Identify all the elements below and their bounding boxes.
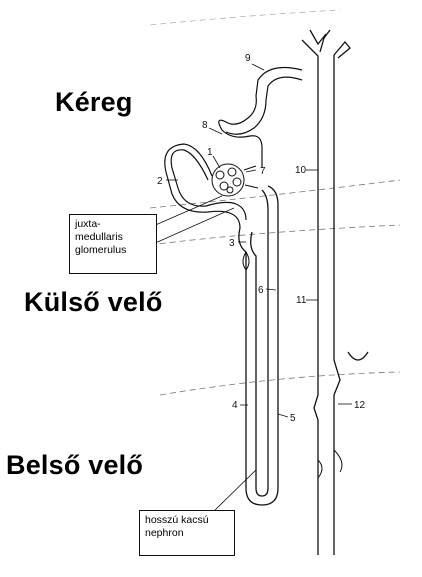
- long-loop-nephron-box: hosszú kacsú nephron: [139, 510, 235, 556]
- label-2: 2: [157, 176, 163, 187]
- glomerulus: [211, 163, 259, 197]
- label-11: 11: [296, 295, 307, 306]
- outer-inner-boundary: [159, 371, 401, 396]
- collecting-duct: [301, 29, 351, 555]
- label-6: 6: [258, 285, 264, 296]
- juxta-line-3: glomerulus: [75, 244, 127, 256]
- label-3: 3: [229, 238, 235, 249]
- label-5: 5: [290, 413, 296, 424]
- juxta-line-2: medullaris: [75, 231, 123, 243]
- cortex-boundary-left: [149, 224, 401, 246]
- vessel-loop: [347, 351, 369, 361]
- duct-branch: [317, 449, 343, 479]
- long-loop-line-1: hosszú kacsú: [145, 514, 209, 526]
- distal-tubule: [218, 67, 303, 168]
- juxtamedullary-glomerulus-box: juxta- medullaris glomerulus: [69, 214, 157, 274]
- region-cortex-label: Kéreg: [55, 87, 133, 117]
- loop-of-henle: [238, 185, 279, 506]
- proximal-tubule: [164, 143, 247, 229]
- label-7: 7: [260, 166, 266, 177]
- thick-segment: [242, 251, 250, 271]
- juxta-line-1: juxta-: [75, 218, 101, 230]
- region-inner-medulla-label: Belső velő: [6, 450, 144, 480]
- label-12: 12: [354, 400, 366, 411]
- label-10: 10: [295, 165, 307, 176]
- long-loop-line-2: nephron: [145, 527, 184, 539]
- label-4: 4: [232, 400, 238, 411]
- label-8: 8: [202, 120, 208, 131]
- region-outer-medulla-label: Külső velő: [24, 287, 163, 317]
- label-9: 9: [245, 53, 251, 64]
- leader-lines: [143, 63, 352, 512]
- label-1: 1: [207, 147, 213, 158]
- cortex-boundary: [149, 179, 401, 209]
- top-boundary: [149, 9, 341, 26]
